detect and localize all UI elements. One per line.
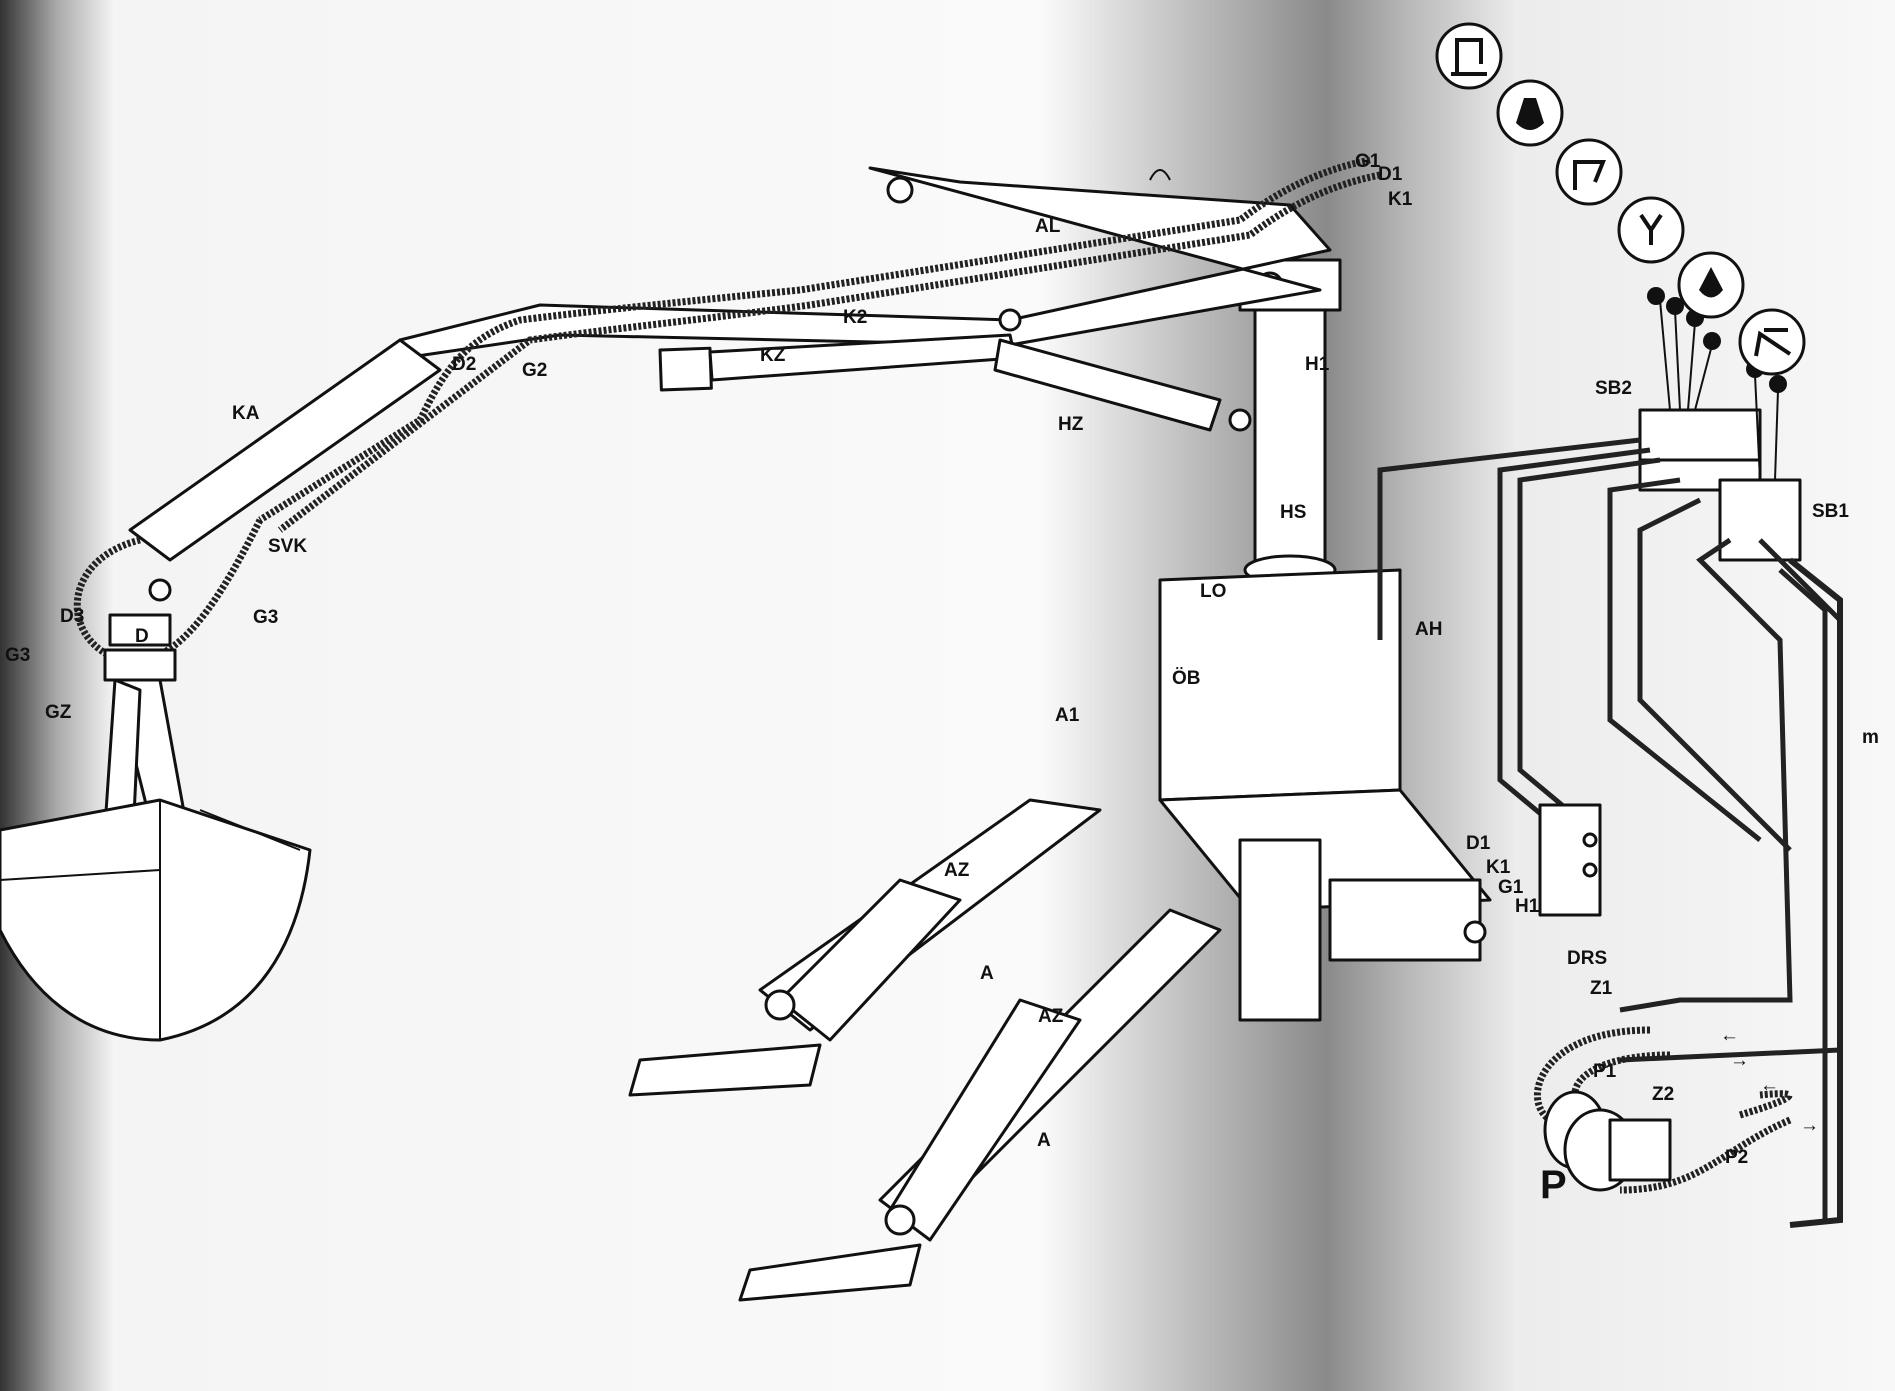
arm-cylinder-kz <box>658 333 1017 392</box>
label-base-k1: K1 <box>1486 857 1511 878</box>
label-d2: D2 <box>452 354 476 375</box>
label-ob: ÖB <box>1172 668 1201 689</box>
outrigger-1 <box>628 798 1102 1097</box>
label-lo: LO <box>1200 581 1226 602</box>
label-sb1: SB1 <box>1812 501 1849 522</box>
label-sb2: SB2 <box>1595 378 1632 399</box>
label-z1: Z1 <box>1590 978 1613 999</box>
pump-p: ← → ← → <box>1533 1025 1819 1194</box>
label-z2: Z2 <box>1652 1084 1674 1105</box>
label-d: D <box>135 626 149 647</box>
label-m: m <box>1862 727 1879 748</box>
outrigger-2 <box>738 908 1222 1302</box>
label-p1: P1 <box>1593 1061 1617 1082</box>
label-ka: KA <box>232 403 260 424</box>
boom-al <box>388 166 1332 362</box>
lever-knob-icon[interactable] <box>1647 287 1721 411</box>
label-hs: HS <box>1280 502 1306 523</box>
outrigger-icon <box>1435 22 1503 90</box>
svg-text:←: ← <box>1760 1075 1779 1096</box>
slew-icon <box>1496 79 1564 147</box>
labels: AL G1 D1 K1 K2 KZ D2 G2 H1 HZ KA SVK G3 … <box>5 151 1879 1207</box>
label-az-1: AZ <box>944 860 970 881</box>
label-p2: P2 <box>1725 1147 1748 1168</box>
label-drs: DRS <box>1567 948 1607 969</box>
column <box>1238 258 1342 586</box>
label-a1: A1 <box>1055 705 1080 726</box>
arm-extend-icon <box>1738 308 1806 376</box>
label-pump: P <box>1540 1163 1567 1207</box>
label-base-d1: D1 <box>1466 833 1491 854</box>
label-g3-left: G3 <box>5 645 30 666</box>
base-oil-tank <box>1158 568 1492 1022</box>
lift-cylinder-hz <box>993 338 1252 432</box>
label-a-2: A <box>1037 1130 1051 1151</box>
pipe-bundle <box>1377 437 1843 1228</box>
label-k1: K1 <box>1388 189 1413 210</box>
svg-text:→: → <box>1800 1115 1819 1136</box>
label-kz: KZ <box>760 345 786 366</box>
label-hz: HZ <box>1058 414 1084 435</box>
label-g1: G1 <box>1355 151 1381 172</box>
svg-text:→: → <box>1730 1050 1749 1071</box>
label-g3: G3 <box>253 607 278 628</box>
label-k2: K2 <box>843 307 867 328</box>
arm-ka <box>128 338 442 602</box>
control-icons <box>1435 22 1806 376</box>
grab-rotate-icon <box>1677 251 1745 319</box>
label-base-g1: G1 <box>1498 877 1524 898</box>
label-a-1: A <box>980 963 994 984</box>
label-base-h1: H1 <box>1515 896 1540 917</box>
label-d1: D1 <box>1378 164 1403 185</box>
svg-text:←: ← <box>1720 1025 1739 1046</box>
label-ah: AH <box>1415 619 1442 640</box>
swivel-drs <box>1538 803 1602 917</box>
grab <box>0 613 312 1042</box>
label-az-2: AZ <box>1038 1006 1064 1027</box>
boom-lift-icon <box>1555 138 1623 206</box>
label-al: AL <box>1035 216 1061 237</box>
label-gz: GZ <box>45 702 72 723</box>
column-rotate-icon <box>1617 196 1685 264</box>
label-g2: G2 <box>522 360 547 381</box>
label-svk: SVK <box>268 536 307 557</box>
label-d3: D3 <box>60 606 84 627</box>
control-block-sb1[interactable] <box>1718 360 1802 562</box>
label-h1: H1 <box>1305 354 1330 375</box>
